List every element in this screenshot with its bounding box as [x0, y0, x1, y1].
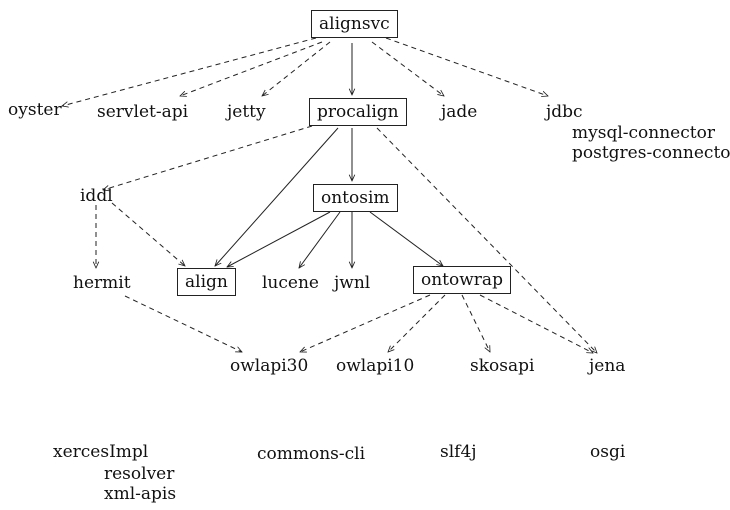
node-align: align: [177, 268, 236, 296]
node-servlet-api: servlet-api: [97, 102, 189, 122]
edge-ontowrap-owlapi30: [300, 294, 431, 353]
node-hermit: hermit: [73, 273, 131, 293]
node-xercesImpl: xercesImpl: [53, 442, 149, 462]
node-xml-apis: xml-apis: [104, 484, 177, 504]
edge-alignsvc-servlet-api: [180, 41, 323, 96]
edge-alignsvc-jade: [371, 41, 444, 96]
node-owlapi30: owlapi30: [230, 356, 309, 376]
node-alignsvc: alignsvc: [311, 10, 398, 38]
node-lucene: lucene: [262, 273, 319, 293]
node-resolver: resolver: [104, 464, 175, 484]
node-ontowrap: ontowrap: [413, 266, 511, 294]
node-jena: jena: [589, 356, 626, 376]
edge-ontosim-align: [227, 211, 331, 267]
node-postgres-connector: postgres-connector: [572, 143, 730, 163]
edge-ontowrap-jena: [479, 294, 593, 353]
node-jdbc: jdbc: [546, 102, 583, 122]
edge-alignsvc-oyster: [62, 37, 317, 106]
node-skosapi: skosapi: [470, 356, 535, 376]
node-commons-cli: commons-cli: [257, 444, 366, 464]
node-iddl: iddl: [80, 186, 113, 206]
node-jade: jade: [441, 102, 478, 122]
node-mysql-connector: mysql-connector: [572, 123, 715, 143]
edge-ontosim-lucene: [299, 211, 341, 268]
node-oyster: oyster: [8, 100, 62, 120]
node-slf4j: slf4j: [440, 442, 477, 462]
edge-alignsvc-jetty: [262, 41, 331, 96]
edge-hermit-owlapi30: [124, 295, 242, 353]
node-ontosim: ontosim: [313, 184, 398, 212]
node-jetty: jetty: [227, 102, 266, 122]
edge-iddl-align: [111, 202, 185, 266]
edge-procalign-align: [215, 127, 339, 266]
node-jwnl: jwnl: [334, 273, 371, 293]
edge-ontowrap-owlapi10: [388, 294, 446, 352]
edge-alignsvc-jdbc: [385, 37, 548, 96]
node-osgi: osgi: [590, 442, 626, 462]
edge-procalign-jena: [376, 127, 597, 353]
node-owlapi10: owlapi10: [336, 356, 415, 376]
edge-procalign-iddl: [103, 125, 313, 190]
edge-ontosim-ontowrap: [369, 211, 443, 266]
node-procalign: procalign: [309, 98, 407, 126]
edge-ontowrap-skosapi: [461, 294, 490, 352]
